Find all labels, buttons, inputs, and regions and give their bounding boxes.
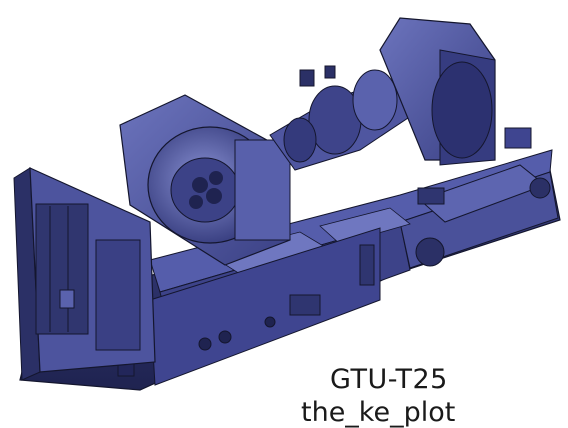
turbine-core bbox=[269, 65, 421, 171]
intake-fan-left bbox=[119, 94, 291, 266]
model-caption: GTU-T25 bbox=[330, 364, 448, 395]
control-cabinet bbox=[13, 167, 156, 381]
intake-housing-right bbox=[379, 17, 532, 166]
cutoff-caption-line: the_ke_plot bbox=[301, 397, 456, 428]
gas-turbine-unit-illustration bbox=[13, 17, 561, 391]
